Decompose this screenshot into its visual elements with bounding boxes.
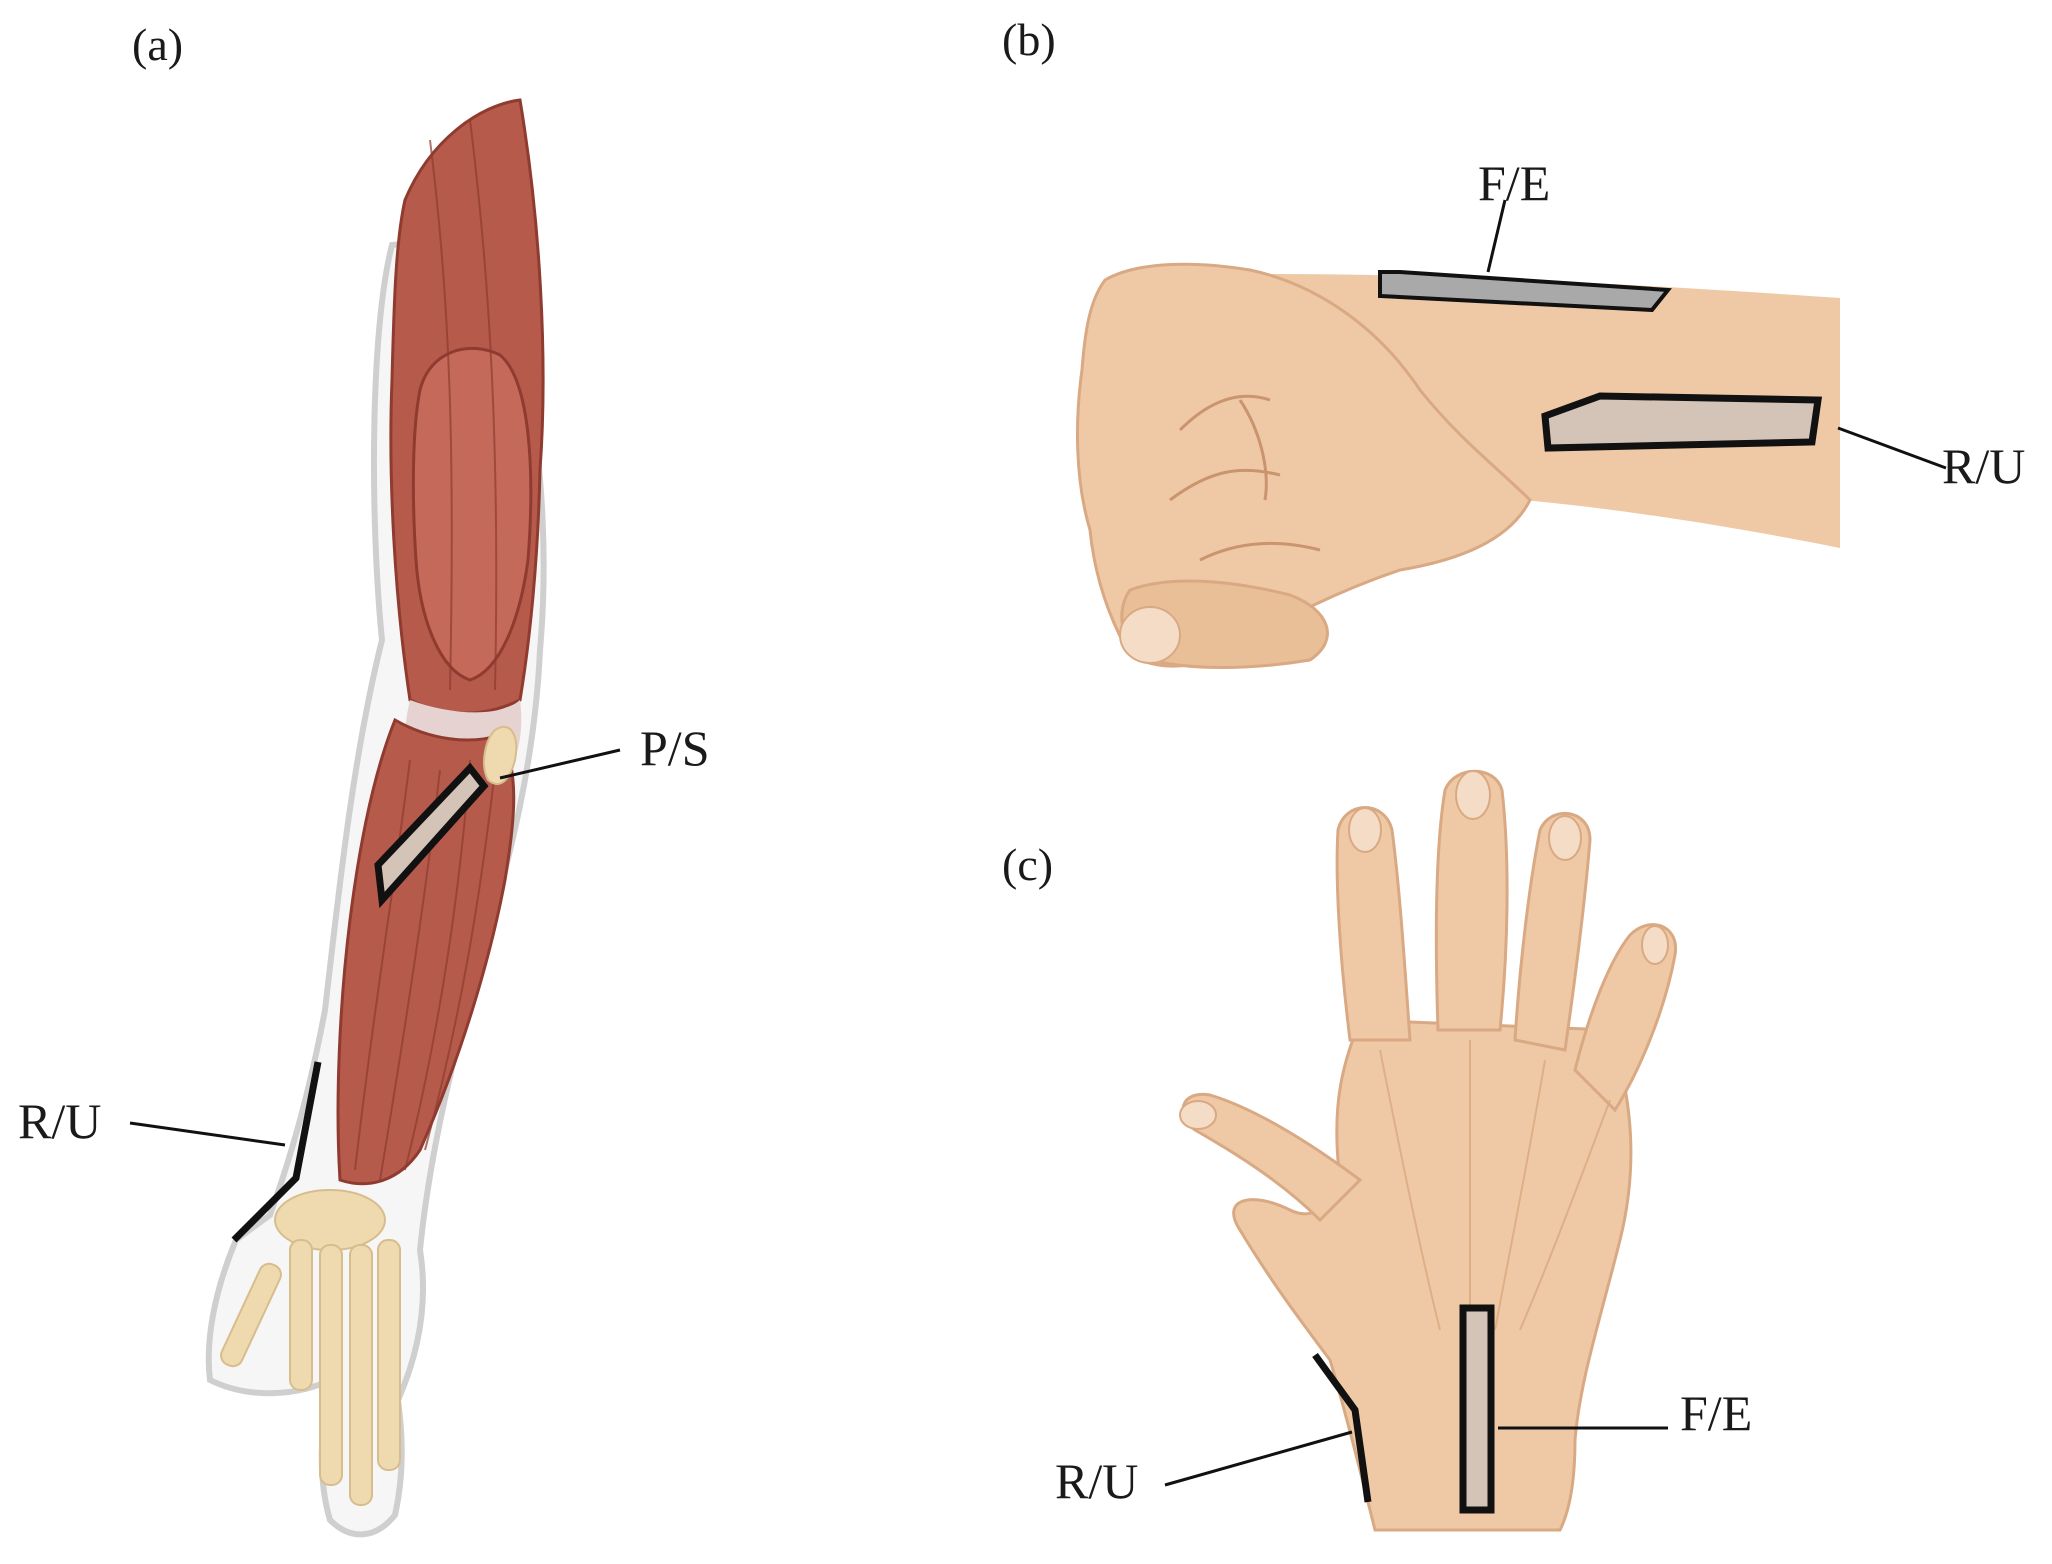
little-finger (1573, 923, 1677, 1113)
fe-sensor-b (1378, 270, 1672, 313)
muscle-striations (354, 119, 498, 1181)
fist-illustration (1075, 262, 1840, 669)
ring-finger (1513, 812, 1592, 1052)
radius-head-bone (483, 725, 518, 785)
thumb-c (1181, 1092, 1363, 1223)
ru-leader-line-b (1837, 426, 1947, 470)
ps-label: P/S (640, 720, 710, 776)
ru-leader-line-c (1164, 1430, 1353, 1487)
finger-creases (1169, 394, 1321, 562)
ru-sensor-c (1312, 1352, 1372, 1503)
ru-label-c: R/U (1055, 1453, 1138, 1509)
ru-leader-line-a (129, 1121, 286, 1147)
thumbnail-b (1119, 606, 1181, 664)
panel-b: (b) F/E R/U (1002, 14, 2025, 669)
fe-label-b: F/E (1478, 155, 1550, 211)
ru-sensor-a (231, 1061, 322, 1243)
fe-label-c: F/E (1680, 1385, 1752, 1441)
panel-c: (c) (1002, 769, 1752, 1532)
fe-leader-line-b (1486, 199, 1507, 273)
tendon-lines (1379, 1040, 1611, 1331)
fist-skin (1075, 262, 1532, 668)
ru-label-a: R/U (18, 1093, 101, 1149)
hand-bones (220, 1189, 401, 1506)
fingers (1181, 769, 1677, 1223)
hand-illustration (1179, 769, 1677, 1532)
arm-illustration (205, 98, 547, 1538)
panel-a: (a) (18, 19, 710, 1538)
ps-sensor (374, 762, 489, 909)
biceps-muscle (411, 346, 533, 682)
ru-label-b: R/U (1942, 438, 2025, 494)
fe-sensor-c (1459, 1304, 1495, 1514)
ru-sensor-b (1541, 392, 1823, 452)
hand-palm (1232, 1018, 1633, 1532)
fingernails (1179, 770, 1669, 1130)
panel-c-label: (c) (1002, 839, 1053, 890)
ps-leader-line (499, 748, 621, 780)
panel-a-label: (a) (132, 19, 183, 70)
panel-b-label: (b) (1002, 14, 1056, 65)
